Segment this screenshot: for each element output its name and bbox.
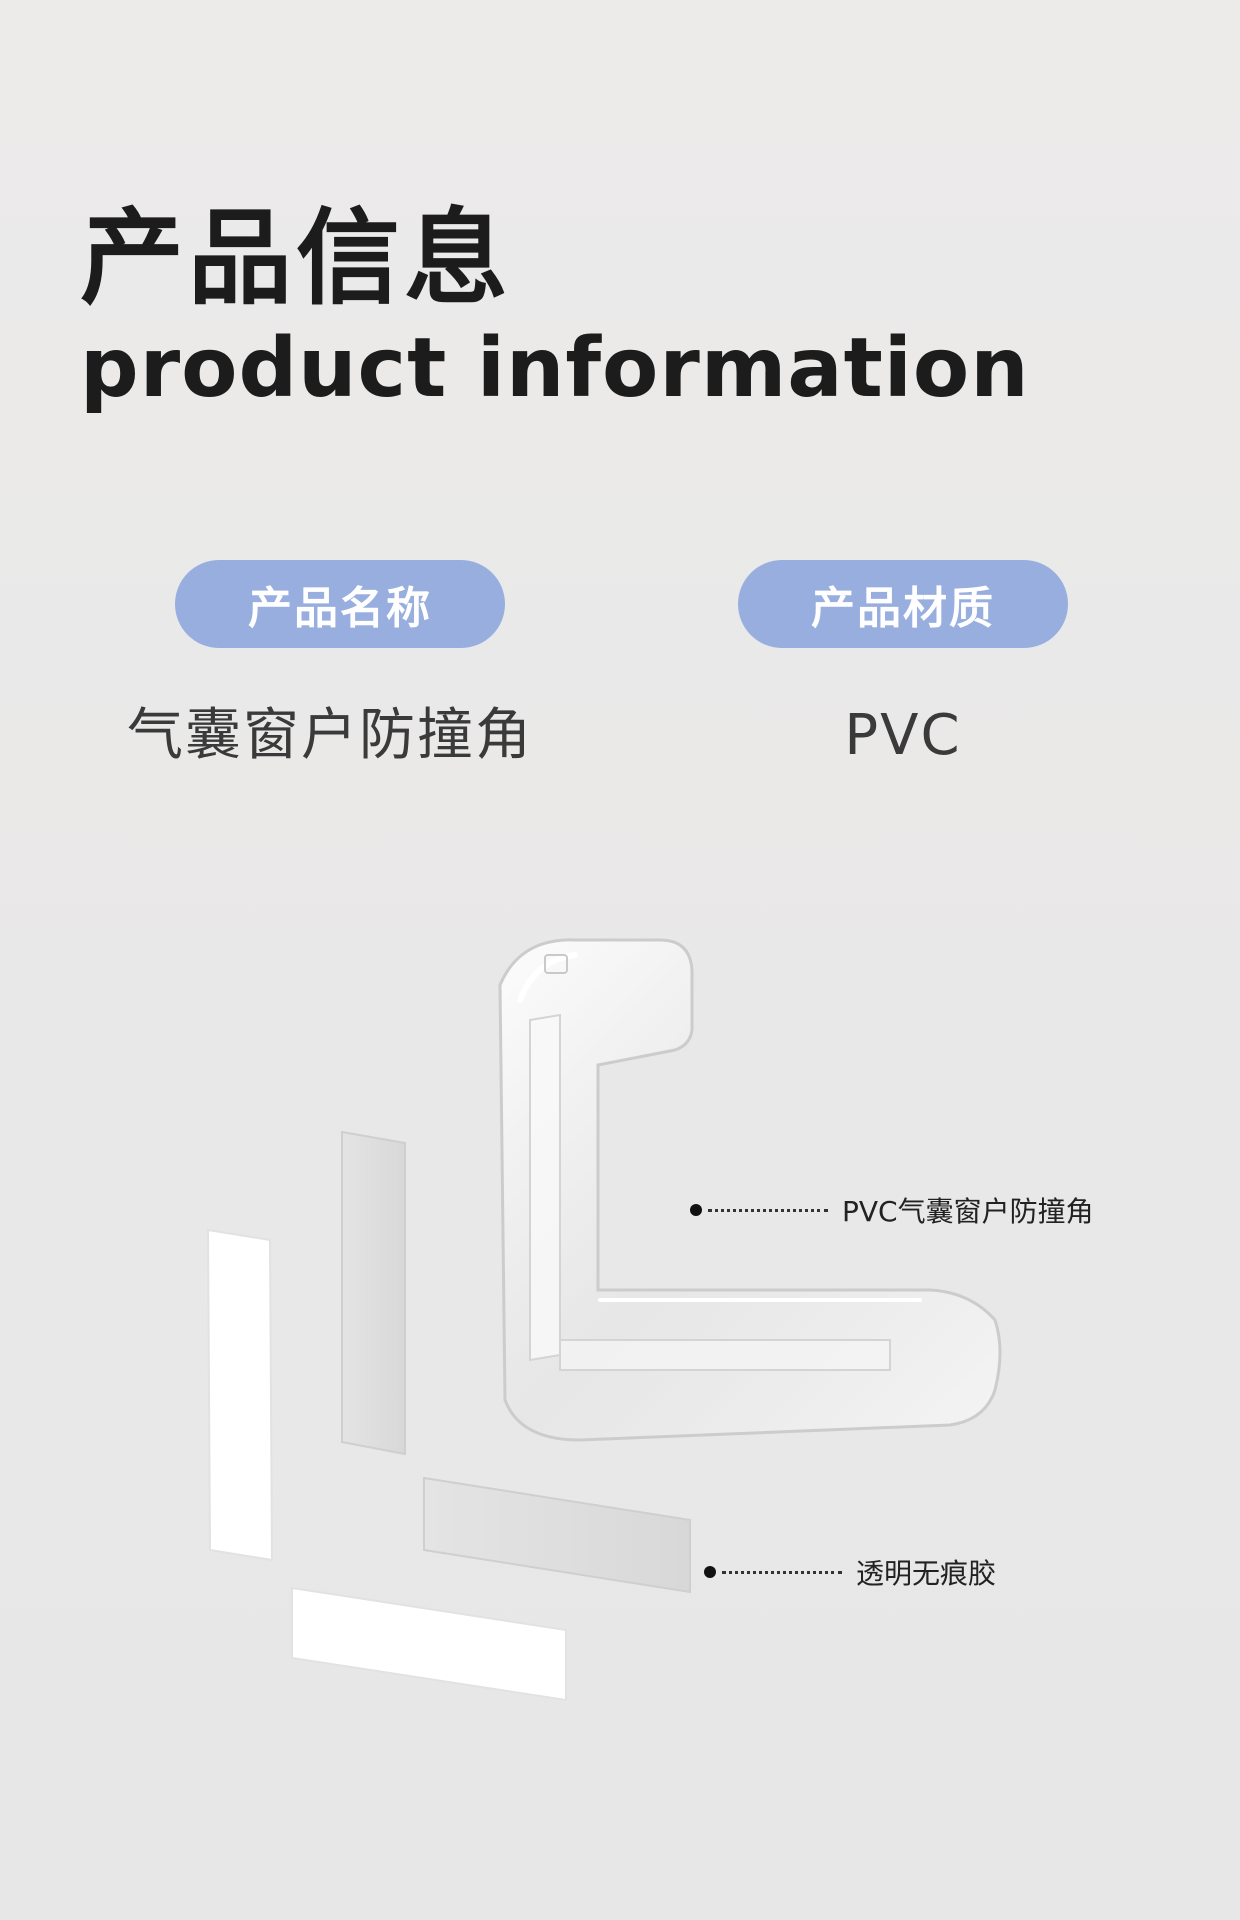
page-title-english: product information xyxy=(80,321,1030,416)
callout-leader-line xyxy=(708,1208,828,1212)
callout-adhesive: 透明无痕胶 xyxy=(704,1552,996,1592)
spec-value-product-name: 气囊窗户防撞角 xyxy=(127,703,533,768)
tape-strip-horizontal xyxy=(423,1476,691,1594)
spec-value-material: PVC xyxy=(844,703,962,768)
spec-label-material: 产品材质 xyxy=(738,560,1068,648)
product-exploded-illustration xyxy=(206,938,1002,1702)
adhesive-tape-strips xyxy=(341,1130,691,1594)
white-strip-vertical xyxy=(206,1228,274,1562)
white-strip-horizontal xyxy=(291,1586,567,1702)
callout-label-adhesive: 透明无痕胶 xyxy=(856,1557,997,1590)
corner-guard-l-shape xyxy=(498,938,1002,1442)
callout-leader-line xyxy=(722,1570,842,1574)
tape-strip-vertical xyxy=(341,1130,406,1456)
page-title-chinese: 产品信息 xyxy=(80,197,513,319)
callout-corner-guard: PVC气囊窗户防撞角 xyxy=(690,1190,1094,1230)
callout-label-corner-guard: PVC气囊窗户防撞角 xyxy=(842,1195,1094,1228)
callout-dot xyxy=(704,1566,716,1578)
white-paper-strips xyxy=(206,1228,567,1702)
callout-dot xyxy=(690,1204,702,1216)
spec-label-product-name: 产品名称 xyxy=(175,560,505,648)
